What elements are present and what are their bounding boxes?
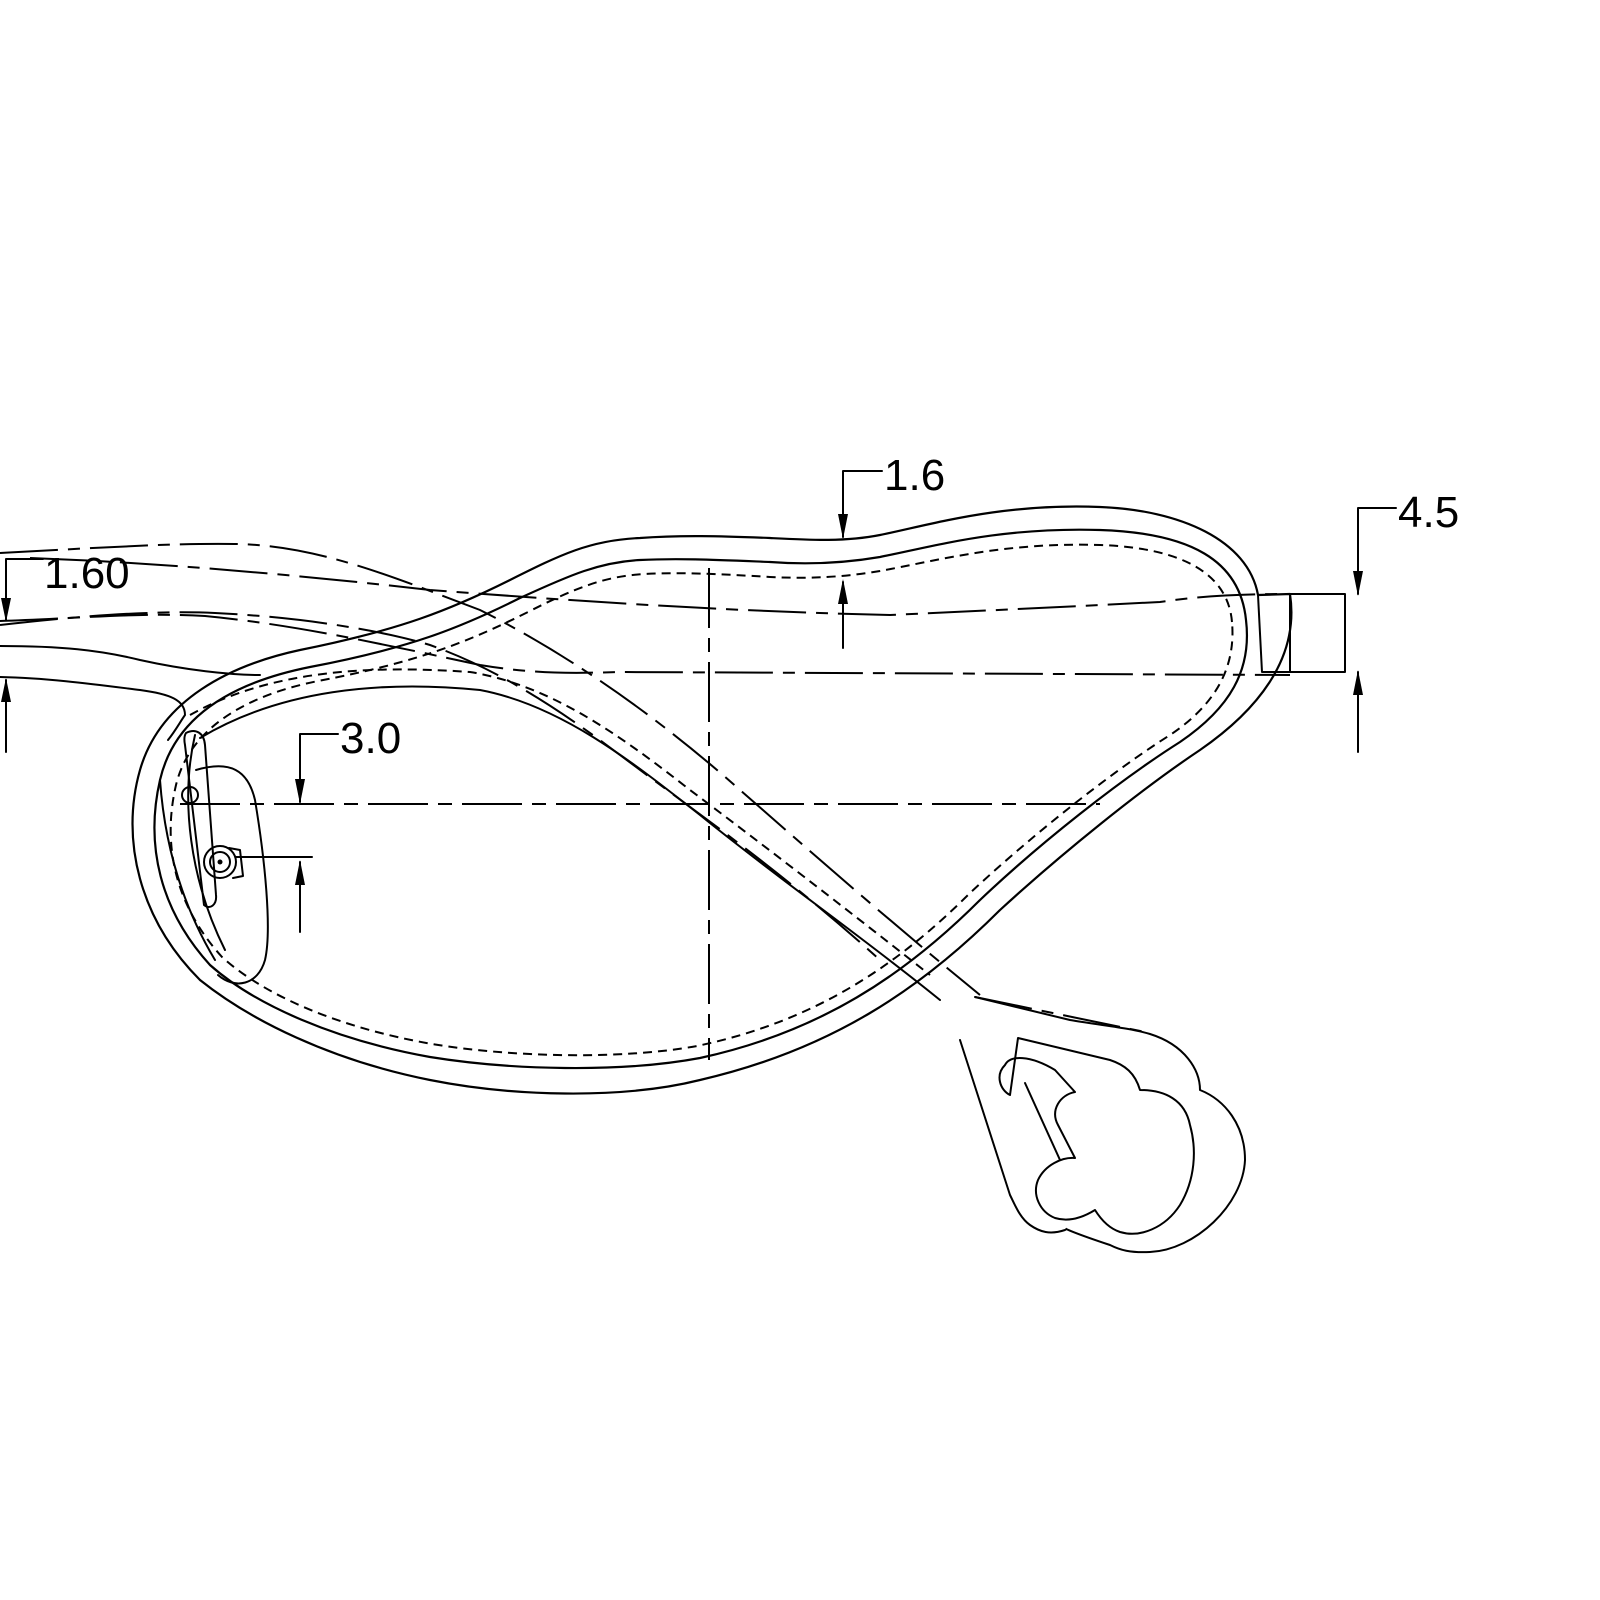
loop-tab	[959, 996, 1246, 1254]
dimension-label-1-6: 1.6	[884, 451, 945, 500]
end-connector	[1289, 593, 1346, 673]
left-arm	[0, 645, 261, 741]
crossing-strap	[159, 668, 941, 1001]
tube-body	[131, 505, 1293, 1095]
dimension-label-1-60: 1.60	[44, 549, 130, 598]
centerlines	[180, 568, 1100, 1060]
dimension-4-5: 4.5	[1353, 488, 1459, 753]
dimension-label-4-5: 4.5	[1398, 488, 1459, 537]
phantom-arm-outline	[0, 542, 1291, 996]
clip-component	[181, 730, 269, 985]
dimension-1-60: 1.60	[1, 549, 130, 753]
dimension-3-0: 3.0	[235, 714, 401, 933]
dimension-1-6: 1.6	[838, 451, 945, 649]
dimension-label-3-0: 3.0	[340, 714, 401, 763]
